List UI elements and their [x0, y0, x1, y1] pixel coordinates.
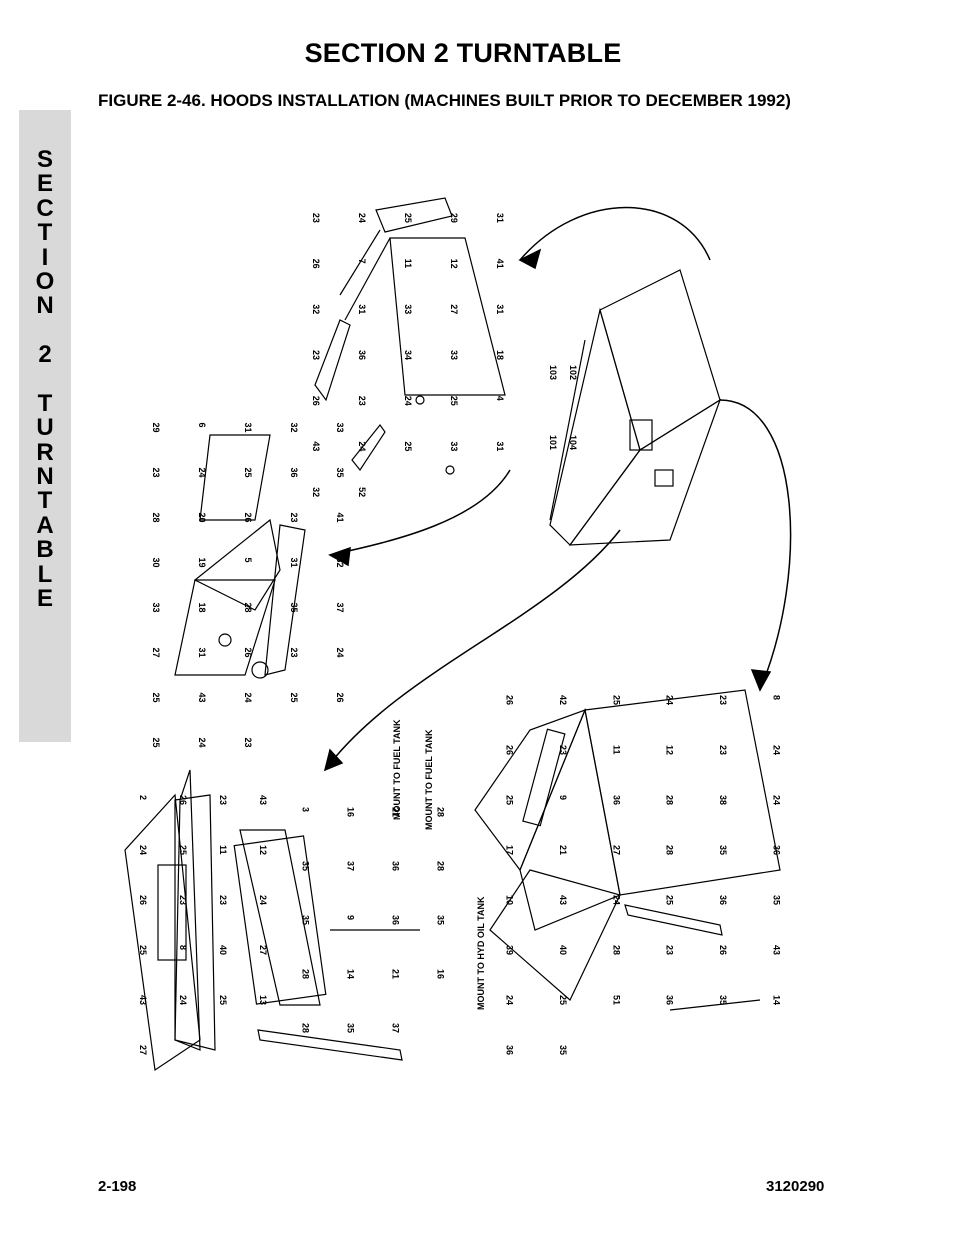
side-tab-letter: A — [36, 511, 54, 539]
bottom-right-hood — [474, 689, 781, 1011]
side-tab-letter: E — [36, 585, 53, 613]
bottom-left-hood-panel — [124, 769, 216, 1072]
hoods-installation-diagram — [124, 197, 792, 1072]
figure-caption: FIGURE 2-46. HOODS INSTALLATION (MACHINE… — [98, 91, 791, 110]
side-tab-letter: O — [35, 267, 55, 295]
side-tab-letter: T — [37, 219, 53, 247]
side-tab-letter: 2 — [38, 341, 52, 369]
side-tab-letter: L — [37, 560, 53, 588]
bottom-middle-hood — [233, 829, 420, 1061]
side-tab-letter: E — [36, 170, 53, 198]
turntable-assembly — [549, 269, 722, 546]
top-hood-panel — [314, 197, 506, 475]
side-tab-letter: N — [36, 463, 54, 491]
side-tab-letter: T — [37, 389, 53, 417]
side-tab-letter: S — [36, 146, 53, 173]
document-number: 3120290 — [766, 1178, 825, 1195]
assembly-arrows — [323, 206, 792, 772]
side-tab-letter: B — [36, 536, 54, 564]
section-title: SECTION 2 TURNTABLE — [304, 38, 622, 68]
side-tab-letter — [19, 319, 71, 343]
side-tab-letter: R — [36, 438, 54, 466]
side-tab-letter: T — [37, 487, 53, 515]
page-number: 2-198 — [98, 1178, 137, 1195]
side-tab-letter: I — [41, 243, 49, 271]
middle-left-hood-panel — [174, 434, 306, 679]
side-tab-letter — [19, 368, 71, 392]
side-tab-letter: N — [36, 292, 54, 320]
side-tab-letter: C — [36, 194, 54, 222]
side-tab-letter: U — [36, 414, 54, 442]
